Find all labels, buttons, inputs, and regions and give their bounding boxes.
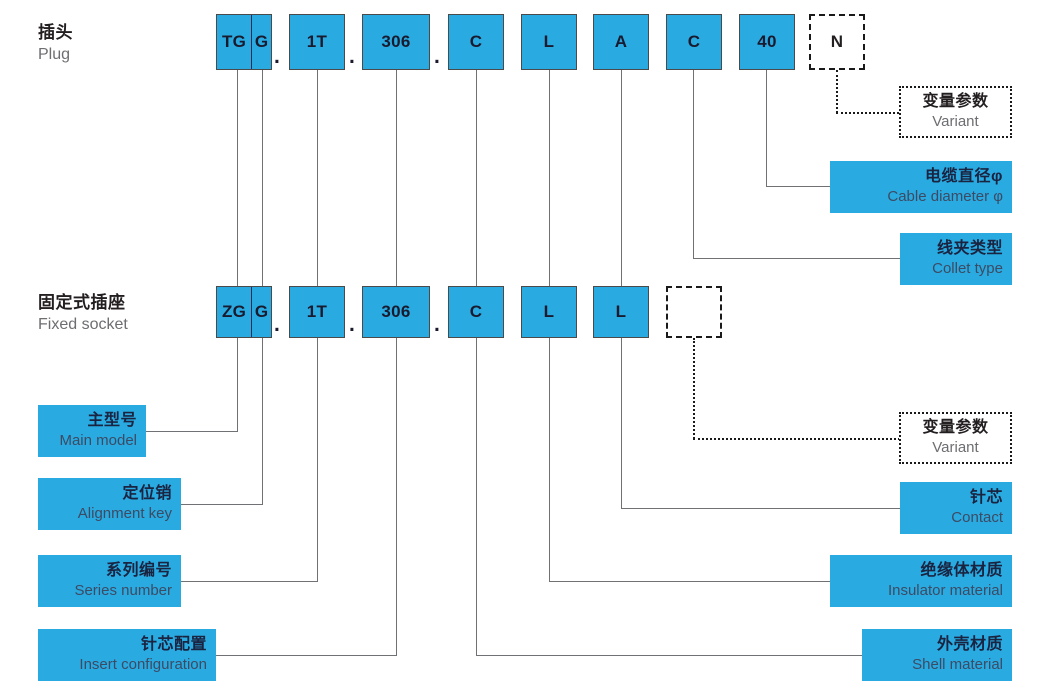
connector-cable-diameter-horizontal <box>766 186 830 187</box>
callout-variant-bottom-en: Variant <box>932 438 979 456</box>
callout-shell-material-cn: 外壳材质 <box>936 635 1003 653</box>
socket-code-shell-material[interactable]: C <box>448 286 504 338</box>
callout-collet-type-en: Collet type <box>932 259 1003 277</box>
connector-insulator-vertical <box>549 70 550 286</box>
callout-insert-configuration-en: Insert configuration <box>79 655 207 673</box>
connector-contact-vertical <box>621 70 622 286</box>
connector-collet-type-horizontal <box>693 258 900 259</box>
callout-shell-material: 外壳材质 Shell material <box>862 629 1012 681</box>
callout-contact-cn: 针芯 <box>969 488 1003 506</box>
plug-code-cable-diameter[interactable]: 40 <box>739 14 795 70</box>
row-label-plug: 插头 Plug <box>38 22 73 66</box>
callout-cable-diameter-en: Cable diameter φ <box>887 187 1003 205</box>
row-label-fixed-socket-en: Fixed socket <box>38 316 128 333</box>
callout-alignment-key: 定位销 Alignment key <box>38 478 181 530</box>
row-label-plug-cn: 插头 <box>38 23 73 42</box>
connector-variant-bottom-vertical <box>693 338 695 439</box>
callout-contact: 针芯 Contact <box>900 482 1012 534</box>
connector-variant-top-vertical <box>836 70 838 113</box>
callout-shell-material-en: Shell material <box>912 655 1003 673</box>
connector-insert-down <box>396 338 397 655</box>
callout-series-number: 系列编号 Series number <box>38 555 181 607</box>
separator-dot-3: . <box>434 45 440 68</box>
socket-code-main-model-key[interactable]: ZG G <box>216 286 272 338</box>
connector-variant-top-horizontal <box>836 112 899 114</box>
row-label-fixed-socket: 固定式插座 Fixed socket <box>38 292 128 336</box>
callout-insulator-material: 绝缘体材质 Insulator material <box>830 555 1012 607</box>
connector-contact-down <box>621 338 622 508</box>
row-label-fixed-socket-cn: 固定式插座 <box>38 293 126 312</box>
separator-dot-5: . <box>349 313 355 336</box>
callout-collet-type-cn: 线夹类型 <box>936 239 1003 257</box>
plug-code-contact[interactable]: A <box>593 14 649 70</box>
connector-main-model-horizontal <box>146 431 238 432</box>
plug-code-alignment-key: G <box>251 15 271 69</box>
connector-main-model-down <box>237 338 238 431</box>
connector-collet-type-vertical <box>693 70 694 258</box>
connector-series-horizontal <box>181 581 318 582</box>
connector-alignment-key-vertical <box>262 70 263 286</box>
connector-shell-horizontal <box>476 655 862 656</box>
callout-series-number-en: Series number <box>74 581 172 599</box>
callout-variant-bottom-cn: 变量参数 <box>922 418 989 436</box>
callout-variant-top-cn: 变量参数 <box>922 92 989 110</box>
callout-variant-top-en: Variant <box>932 112 979 130</box>
connector-contact-horizontal <box>621 508 900 509</box>
separator-dot-2: . <box>349 45 355 68</box>
connector-shell-vertical <box>476 70 477 286</box>
callout-insulator-material-cn: 绝缘体材质 <box>920 561 1003 579</box>
connector-series-vertical <box>317 70 318 286</box>
socket-code-insert-configuration[interactable]: 306 <box>362 286 430 338</box>
plug-code-main-model: TG <box>221 32 247 51</box>
connector-series-down <box>317 338 318 581</box>
connector-insulator-down <box>549 338 550 581</box>
callout-variant-top: 变量参数 Variant <box>899 86 1012 138</box>
connector-insulator-horizontal <box>549 581 830 582</box>
connector-insert-vertical <box>396 70 397 286</box>
plug-code-insulator-material[interactable]: L <box>521 14 577 70</box>
plug-code-variant[interactable]: N <box>809 14 865 70</box>
callout-main-model-en: Main model <box>59 431 137 449</box>
socket-code-main-model: ZG <box>221 302 247 321</box>
separator-dot-6: . <box>434 313 440 336</box>
callout-alignment-key-en: Alignment key <box>77 504 172 522</box>
plug-code-insert-configuration[interactable]: 306 <box>362 14 430 70</box>
socket-code-alignment-key: G <box>251 287 271 337</box>
connector-cable-diameter-vertical <box>766 70 767 186</box>
callout-cable-diameter-cn: 电缆直径φ <box>925 167 1003 185</box>
callout-cable-diameter: 电缆直径φ Cable diameter φ <box>830 161 1012 213</box>
callout-main-model: 主型号 Main model <box>38 405 146 457</box>
callout-insulator-material-en: Insulator material <box>887 581 1003 599</box>
callout-variant-bottom: 变量参数 Variant <box>899 412 1012 464</box>
callout-alignment-key-cn: 定位销 <box>122 484 172 502</box>
socket-code-variant[interactable] <box>666 286 722 338</box>
plug-code-shell-material[interactable]: C <box>448 14 504 70</box>
connector-insert-horizontal <box>216 655 397 656</box>
connector-alignment-key-horizontal <box>181 504 263 505</box>
plug-code-main-model-key[interactable]: TG G <box>216 14 272 70</box>
callout-insert-configuration: 针芯配置 Insert configuration <box>38 629 216 681</box>
connector-alignment-key-down <box>262 338 263 504</box>
callout-main-model-cn: 主型号 <box>87 411 137 429</box>
callout-series-number-cn: 系列编号 <box>105 561 172 579</box>
callout-collet-type: 线夹类型 Collet type <box>900 233 1012 285</box>
callout-insert-configuration-cn: 针芯配置 <box>140 635 207 653</box>
plug-code-series-number[interactable]: 1T <box>289 14 345 70</box>
socket-code-contact[interactable]: L <box>593 286 649 338</box>
socket-code-series-number[interactable]: 1T <box>289 286 345 338</box>
plug-code-collet-type[interactable]: C <box>666 14 722 70</box>
separator-dot-4: . <box>274 313 280 336</box>
separator-dot-1: . <box>274 45 280 68</box>
connector-shell-down <box>476 338 477 655</box>
connector-variant-bottom-horizontal <box>693 438 900 440</box>
connector-main-model-vertical <box>237 70 238 286</box>
socket-code-insulator-material[interactable]: L <box>521 286 577 338</box>
callout-contact-en: Contact <box>951 508 1003 526</box>
row-label-plug-en: Plug <box>38 46 71 63</box>
